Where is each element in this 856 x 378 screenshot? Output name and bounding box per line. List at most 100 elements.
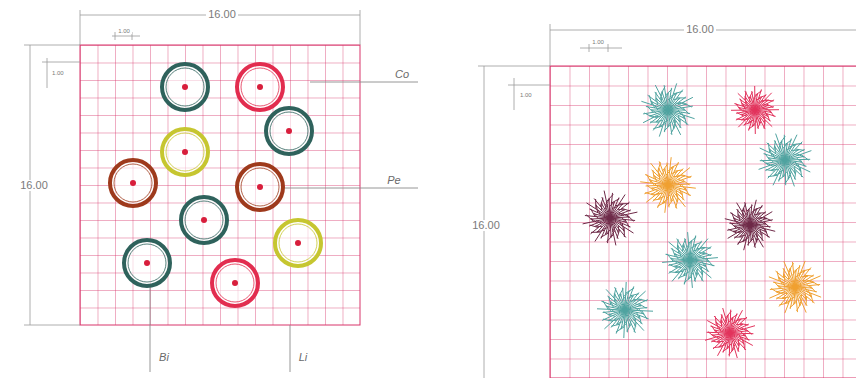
- leaf-stroke: [604, 191, 610, 218]
- leaf-stroke: [718, 333, 731, 356]
- plant-symbol: [212, 260, 258, 306]
- leaf-stroke: [689, 260, 690, 280]
- plant-center: [286, 128, 292, 134]
- leaf-stroke: [717, 333, 730, 342]
- plant-ring: [216, 264, 254, 302]
- leaf-stroke: [737, 203, 750, 225]
- leaf-stroke: [587, 203, 611, 218]
- leaf-stroke: [727, 225, 750, 230]
- leaf-stroke: [750, 220, 773, 225]
- leaf-stroke: [795, 285, 820, 288]
- plant-code: Bi: [157, 352, 171, 363]
- leaf-stroke: [755, 100, 774, 110]
- leaf-stroke: [784, 261, 795, 287]
- leaf-stroke: [609, 319, 617, 321]
- leaf-stroke: [611, 310, 625, 328]
- leaf-stroke: [800, 167, 802, 177]
- leaf-stroke: [595, 218, 610, 242]
- dimension-label: 1.00: [50, 70, 66, 76]
- leaf-stroke: [779, 303, 789, 305]
- plant-symbol: [181, 197, 227, 243]
- leaf-stroke: [668, 176, 692, 185]
- leaf-stroke: [610, 218, 634, 233]
- dimension-label: 1.00: [116, 28, 132, 34]
- plant-foliage: [705, 308, 755, 358]
- leaf-stroke: [646, 185, 668, 202]
- leaf-stroke: [668, 110, 672, 135]
- leaf-stroke: [610, 212, 637, 218]
- plant-foliage: [640, 157, 696, 213]
- leaf-stroke: [643, 110, 668, 123]
- leaf-stroke: [683, 272, 689, 276]
- plant-ring: [185, 201, 223, 239]
- plant-ring: [270, 112, 308, 150]
- leaf-stroke: [625, 308, 647, 311]
- leader-lines: [150, 82, 418, 372]
- plant-foliage: [597, 282, 653, 338]
- leaf-stroke: [713, 333, 730, 349]
- leaf-stroke: [625, 310, 628, 332]
- plant-foliage: [759, 134, 812, 187]
- plant-circles: [110, 64, 321, 306]
- leaf-stroke: [677, 194, 678, 202]
- plant-symbol: [237, 64, 283, 110]
- leaf-stroke: [728, 225, 750, 238]
- leaf-stroke: [655, 85, 668, 110]
- leaf-stroke: [667, 163, 668, 185]
- plant-ring: [166, 133, 204, 171]
- leaf-stroke: [583, 218, 610, 224]
- leaf-stroke: [688, 232, 690, 260]
- plant-center: [295, 240, 301, 246]
- leaf-stroke: [785, 160, 810, 172]
- leaf-stroke: [690, 239, 708, 260]
- dimension-label: 16.00: [684, 24, 716, 35]
- leaf-stroke: [664, 85, 668, 110]
- leaf-stroke: [668, 185, 685, 207]
- plant-symbol: [162, 64, 208, 110]
- leaf-stroke: [672, 260, 690, 281]
- leaf-stroke: [717, 336, 722, 338]
- leaf-stroke: [690, 260, 711, 278]
- plant-code: Co: [393, 69, 411, 80]
- plant-ring: [128, 244, 166, 282]
- plant-code: Li: [297, 352, 310, 363]
- leaf-stroke: [750, 225, 755, 248]
- leaf-stroke: [755, 110, 765, 129]
- plant-center: [257, 184, 263, 190]
- leaf-stroke: [745, 202, 750, 225]
- leaf-stroke: [755, 110, 772, 112]
- leaf-stroke: [750, 212, 772, 225]
- leaf-stroke: [795, 287, 798, 312]
- dimension-label: 16.00: [470, 220, 502, 231]
- leaf-stroke: [793, 262, 796, 287]
- leaf-stroke: [795, 287, 806, 313]
- leaf-stroke: [690, 258, 718, 260]
- leaf-stroke: [795, 268, 811, 288]
- plant-code: Pe: [385, 175, 402, 186]
- leaf-stroke: [662, 260, 690, 262]
- plant-foliage: [725, 200, 775, 250]
- leaf-stroke: [644, 185, 668, 194]
- dimension-label: 1.00: [590, 39, 606, 45]
- plant-center: [130, 180, 136, 186]
- leaf-stroke: [669, 242, 690, 260]
- leaf-stroke: [776, 271, 796, 287]
- grid: [80, 45, 360, 325]
- plant-illustrations: [583, 83, 822, 358]
- leaf-stroke: [668, 185, 669, 207]
- plant-ring: [241, 168, 279, 206]
- plant-symbol: [162, 129, 208, 175]
- plant-symbol: [237, 164, 283, 210]
- plant-center: [201, 217, 207, 223]
- leaf-stroke: [748, 239, 754, 245]
- plant-foliage: [662, 232, 718, 288]
- leaf-stroke: [730, 333, 737, 358]
- plant-center: [257, 84, 263, 90]
- leaf-stroke: [668, 168, 690, 185]
- leaf-stroke: [616, 310, 625, 334]
- leaf-stroke: [615, 287, 625, 310]
- leaf-stroke: [683, 108, 689, 115]
- grid: [550, 66, 856, 378]
- leaf-stroke: [795, 276, 821, 287]
